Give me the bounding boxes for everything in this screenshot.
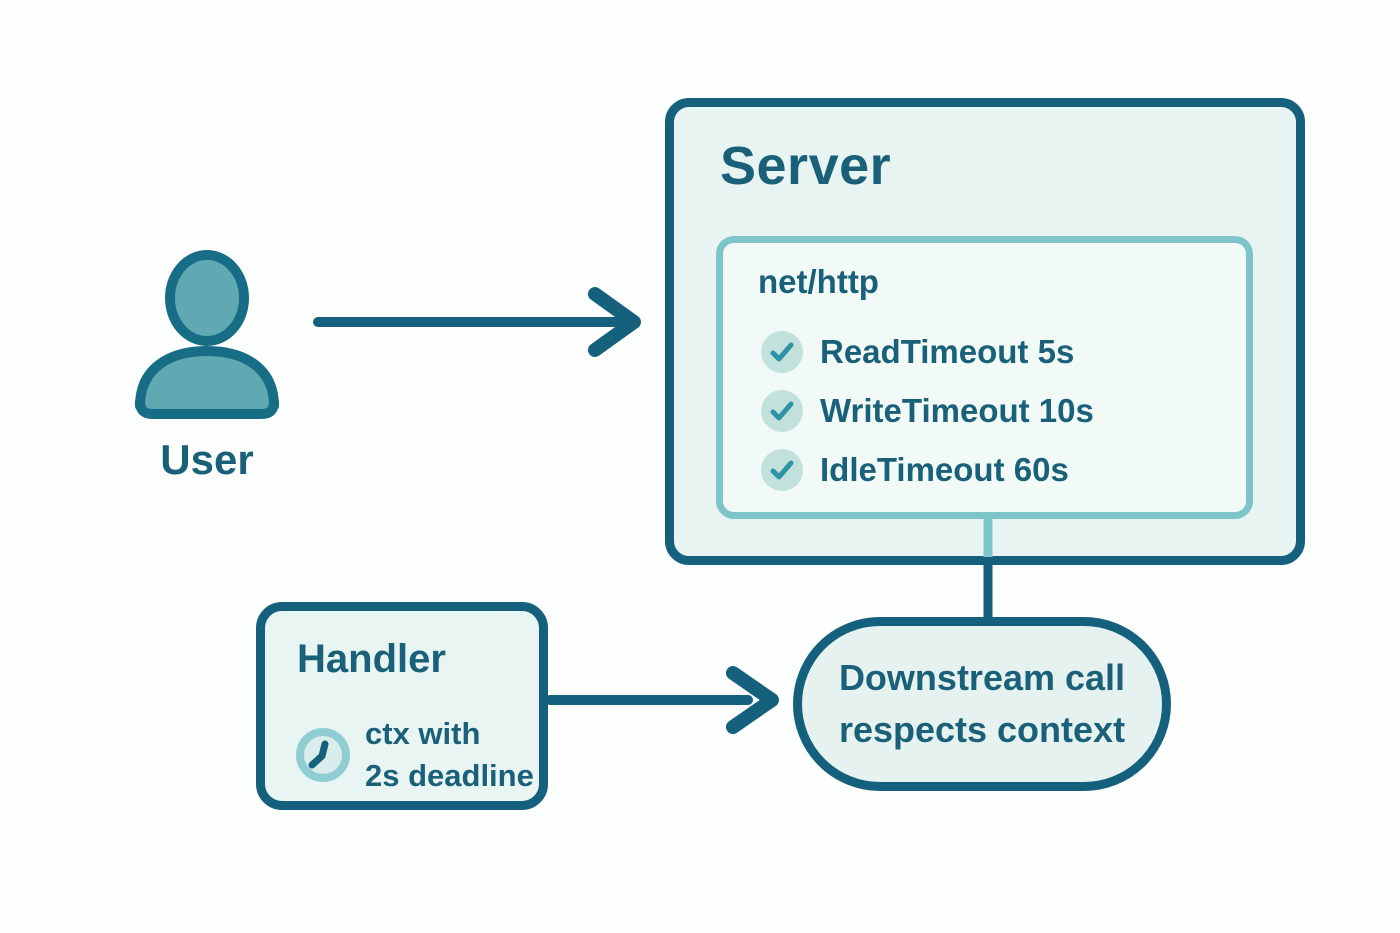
arrow-user-to-server: [313, 287, 641, 357]
check-icon: [761, 331, 803, 373]
handler-note-text: ctx with 2s deadline: [365, 713, 534, 797]
server-box: Server net/http ReadTimeout 5s: [665, 98, 1305, 565]
timeout-list: ReadTimeout 5s WriteTimeout 10s: [761, 331, 1094, 491]
timeout-item-idle: IdleTimeout 60s: [761, 449, 1094, 491]
check-icon: [770, 460, 794, 480]
check-icon: [761, 390, 803, 432]
handler-box: Handler ctx with 2s deadline: [256, 602, 548, 810]
net-http-box: net/http ReadTimeout 5s: [716, 236, 1253, 519]
handler-title: Handler: [297, 637, 446, 681]
timeout-label-idle: IdleTimeout 60s: [820, 451, 1069, 488]
downstream-line2: respects context: [838, 709, 1126, 750]
server-title: Server: [720, 136, 892, 196]
timeout-label-write: WriteTimeout 10s: [820, 392, 1094, 429]
arrow-handler-to-downstream: [545, 666, 779, 734]
check-icon: [770, 401, 794, 421]
timeout-item-read: ReadTimeout 5s: [761, 331, 1094, 373]
handler-note-line2: 2s deadline: [365, 757, 534, 793]
downstream-line1: Downstream call: [838, 656, 1126, 698]
check-icon: [770, 342, 794, 362]
handler-context-note: ctx with 2s deadline: [295, 713, 534, 797]
net-http-title: net/http: [758, 263, 879, 300]
user-label: User: [160, 436, 254, 483]
timeout-label-read: ReadTimeout 5s: [820, 333, 1075, 370]
timeout-item-write: WriteTimeout 10s: [761, 390, 1094, 432]
user-icon: [135, 250, 279, 419]
downstream-call-pill: Downstream call respects context: [793, 617, 1171, 791]
handler-note-line1: ctx with: [365, 716, 481, 751]
clock-icon: [296, 727, 350, 782]
check-icon: [761, 449, 803, 491]
